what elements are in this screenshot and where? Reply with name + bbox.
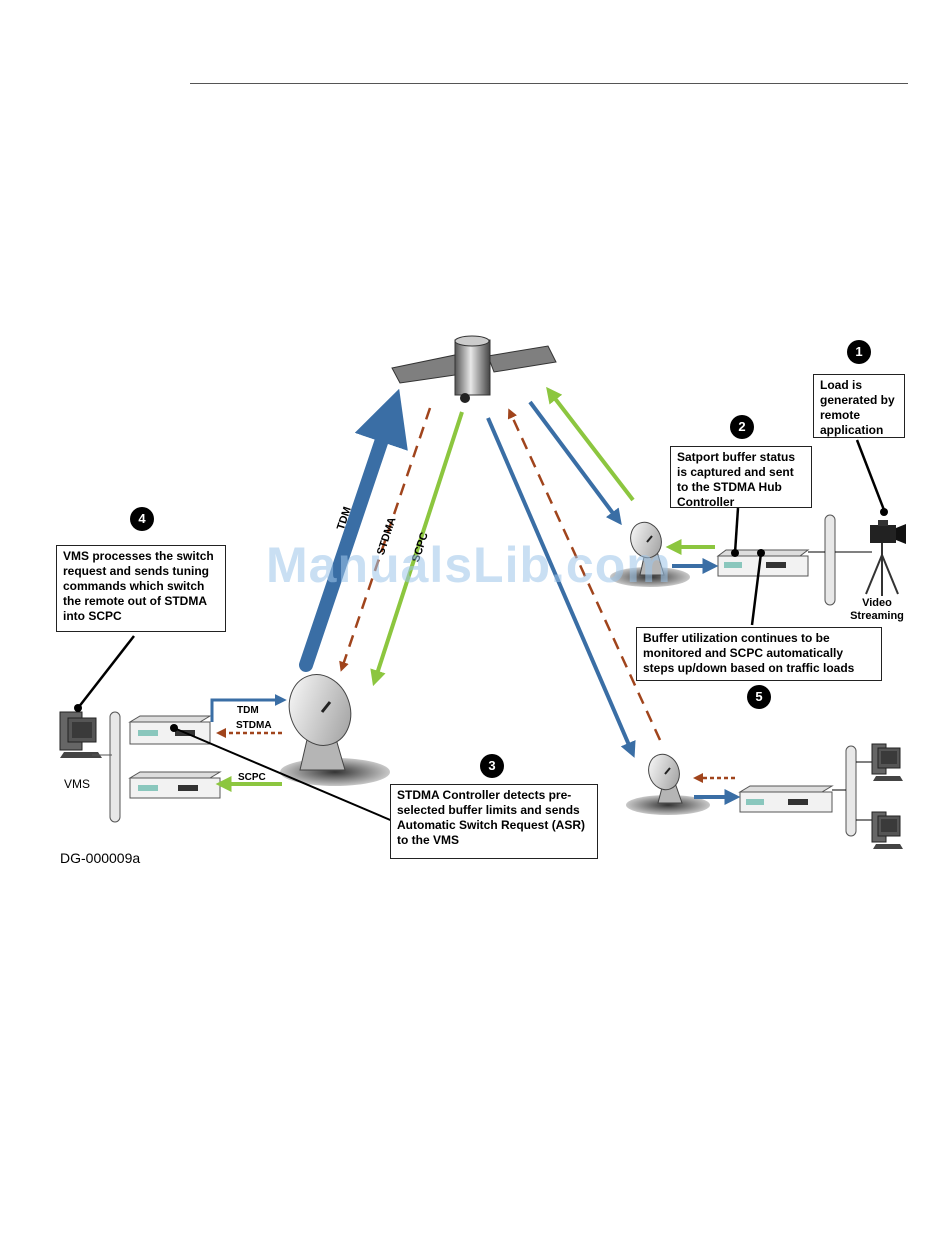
satellite-icon [391, 335, 557, 403]
stdma-downlink-arrow [339, 407, 432, 672]
step-5-callout: Buffer utilization continues to be monit… [636, 627, 882, 681]
vms-label: VMS [64, 777, 91, 791]
step-5-badge: 5 [747, 685, 771, 709]
remote-scpc-arrow [546, 386, 635, 502]
remote2-rack-pole [845, 745, 857, 837]
hub-scpc-label: SCPC [238, 772, 266, 783]
hub-dish-icon [280, 674, 390, 786]
remote-dish-icon [610, 521, 690, 587]
remote2-tdm-arrow [486, 417, 636, 758]
watermark: ManualsLib.com [266, 537, 672, 593]
hub-rack-icon [109, 711, 222, 823]
video-camera-icon [865, 520, 906, 596]
step-2-badge: 2 [730, 415, 754, 439]
hub-stdma-label: STDMA [236, 720, 272, 731]
tdm-uplink-arrow [299, 388, 408, 672]
remote2-stdma-arrow [507, 408, 662, 741]
remote2-pc-icon [871, 743, 903, 781]
remote2-modem-icon [738, 785, 834, 813]
hub-tdm-label: TDM [237, 705, 259, 716]
remote-rack-pole [824, 514, 836, 606]
video-streaming-label: Video Streaming [850, 597, 904, 622]
hub-tdm-arrow [210, 694, 287, 722]
header-rule [190, 83, 908, 84]
step-4-callout: VMS processes the switch request and sen… [56, 545, 226, 632]
step-4-badge: 4 [130, 507, 154, 531]
step-1-callout: Load is generated by remote application [813, 374, 905, 438]
callout-5-line [750, 552, 763, 626]
step-3-badge: 3 [480, 754, 504, 778]
callout-3-line [173, 727, 396, 823]
callout-4-line [77, 635, 135, 709]
remote-tdm-arrow [528, 400, 622, 526]
scpc-downlink-arrow [370, 411, 464, 687]
vms-computer-icon [59, 711, 112, 758]
step-3-callout: STDMA Controller detects pre- selected b… [390, 784, 598, 859]
remote2-dish-icon [626, 753, 710, 815]
figure-id: DG-000009a [60, 850, 141, 866]
callout-1-line [855, 439, 886, 511]
remote2-pc2-icon [871, 811, 903, 849]
callout-2-line [733, 507, 740, 554]
step-2-callout: Satport buffer status is captured and se… [670, 446, 812, 509]
step-1-badge: 1 [847, 340, 871, 364]
